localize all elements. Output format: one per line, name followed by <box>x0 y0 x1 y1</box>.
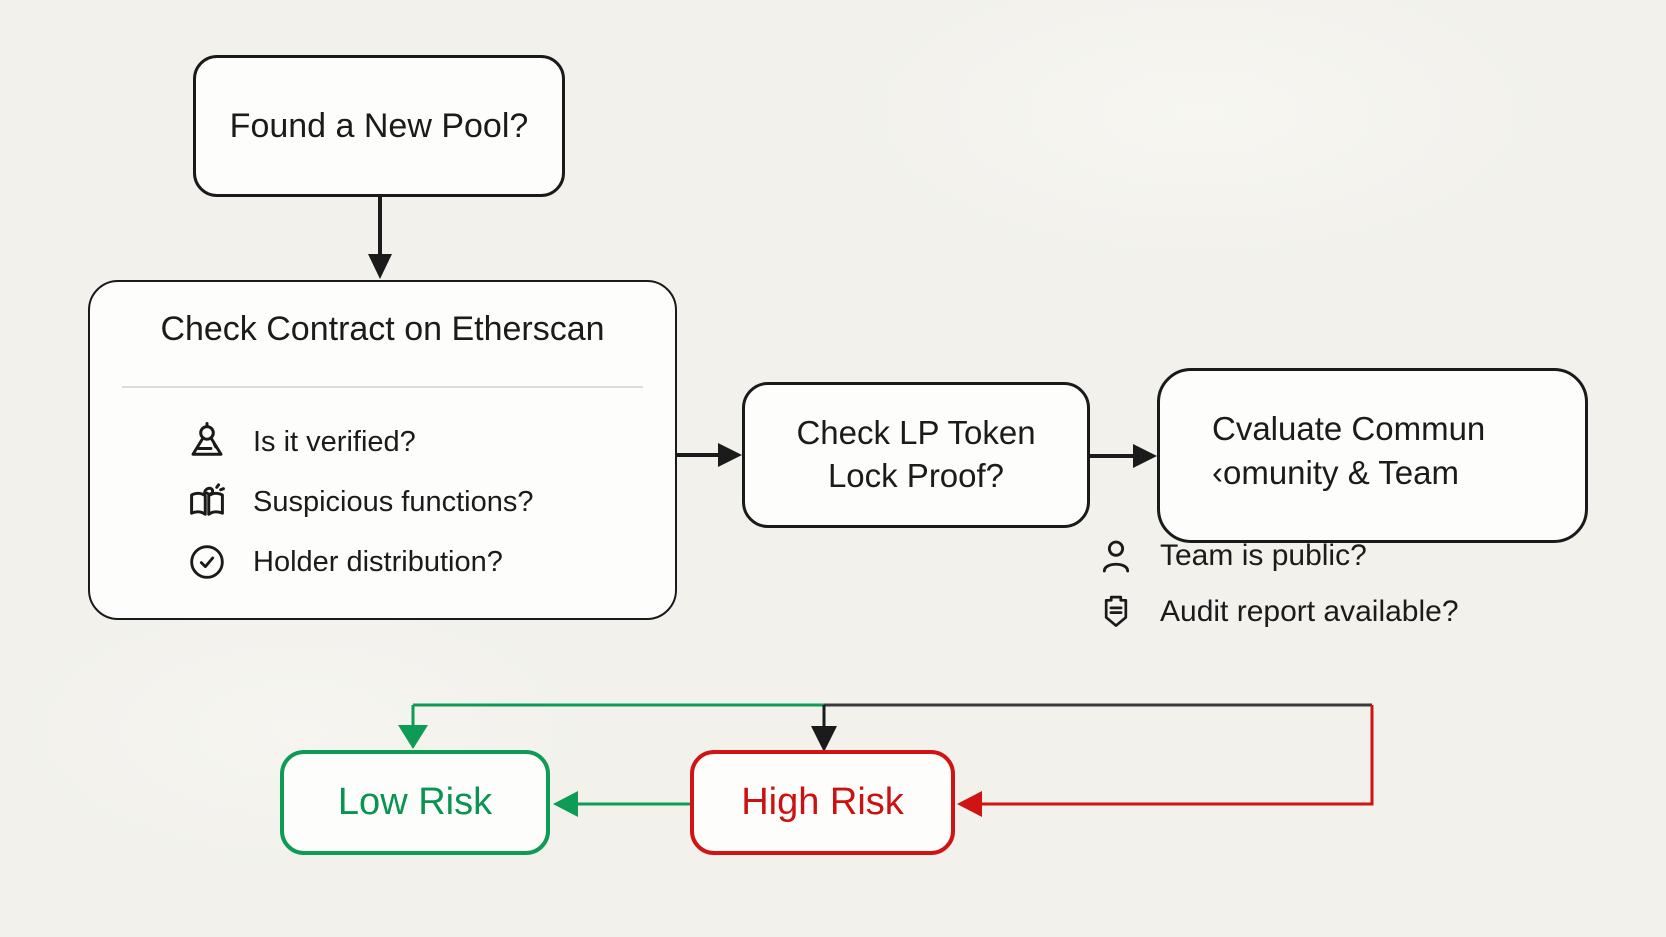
verified-badge-icon <box>186 421 228 463</box>
node-etherscan-title: Check Contract on Etherscan <box>160 310 605 348</box>
checklist-item-label: Team is public? <box>1160 539 1367 572</box>
node-low-risk: Low Risk <box>280 750 550 855</box>
checklist-item: Team is public? <box>1096 528 1459 584</box>
checklist-item: Audit report available? <box>1096 584 1459 640</box>
divider <box>122 386 643 388</box>
node-check-contract-etherscan: Check Contract on Etherscan Is it verifi… <box>88 280 677 620</box>
team-checklist: Team is public? Audit report available? <box>1096 528 1459 640</box>
checklist-item-label: Audit report available? <box>1160 595 1459 628</box>
checklist-item: Is it verified? <box>186 412 655 472</box>
checklist-item-label: Suspicious functions? <box>253 485 534 518</box>
checklist-item-label: Holder distribution? <box>253 545 503 578</box>
node-low-risk-label: Low Risk <box>337 781 493 823</box>
node-found-new-pool: Found a New Pool? <box>193 55 565 197</box>
node-eval-line2: ‹omunity & Team <box>1212 454 1459 491</box>
node-found-new-pool-label: Found a New Pool? <box>229 106 529 145</box>
checklist-item: Suspicious functions? <box>186 472 655 532</box>
node-high-risk-label: High Risk <box>741 781 904 823</box>
node-lp-line2: Lock Proof? <box>827 457 1005 494</box>
node-check-lp-token-lock: Check LP Token Lock Proof? <box>742 382 1090 528</box>
etherscan-checklist: Is it verified? Suspicious functions? <box>186 412 655 592</box>
checklist-item: Holder distribution? <box>186 532 655 592</box>
node-high-risk: High Risk <box>690 750 955 855</box>
node-eval-line1: Cvaluate Commun <box>1212 410 1486 447</box>
node-lp-line1: Check LP Token <box>796 414 1036 452</box>
open-book-icon <box>186 481 228 523</box>
clipboard-icon <box>1096 592 1136 632</box>
checklist-item-label: Is it verified? <box>253 425 416 458</box>
node-evaluate-community-team: Cvaluate Commun ‹omunity & Team <box>1157 368 1588 543</box>
check-circle-icon <box>186 541 228 583</box>
person-icon <box>1096 536 1136 576</box>
